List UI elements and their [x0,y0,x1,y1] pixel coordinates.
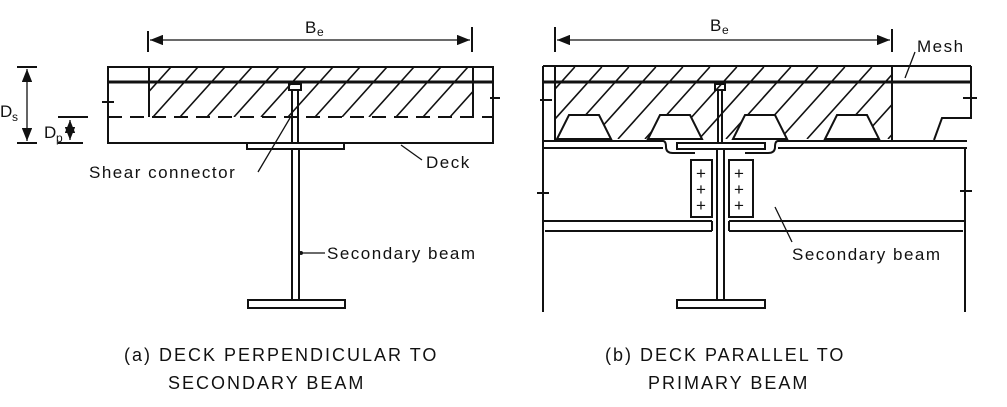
hatch-line [314,67,361,117]
hatch-line [806,67,873,139]
hatch-line [477,67,522,117]
secondary-beam-leader-dot-a [299,251,303,255]
deck-rib [823,114,881,140]
deck-label: Deck [426,153,471,172]
bolt: + [734,164,744,183]
hatch-line [152,67,199,117]
fin-plate-left [690,159,713,218]
shear-connector-leader [257,117,291,173]
hatch-line [149,67,172,93]
secondary-beam-a [247,149,346,309]
dp-subscript: p [56,131,63,145]
caption-a-line2: SECONDARY BEAM [168,373,365,393]
hatch-line [617,67,684,139]
deck-depth-dimension: D p [44,116,88,145]
shear-connector-label: Shear connector [89,163,236,182]
be-symbol-a: B [305,18,316,37]
hatch-line [779,67,846,139]
concrete-slab-b [540,65,1007,141]
hatch-line [341,67,388,117]
primary-beam-b [537,140,972,312]
shear-connector-a [288,83,302,143]
panel-b: B e [537,16,1007,393]
hatch-line [555,67,576,91]
deck-ribs [555,114,881,140]
panel-a: B e [0,18,522,393]
bolt: + [734,180,744,199]
secondary-beam-leader-b [774,206,793,243]
bolt: + [696,164,706,183]
shear-connector-b [714,83,726,143]
hatch-line [942,67,1007,139]
mesh-leader [904,51,916,79]
secondary-beam-label-b: Secondary beam [792,245,942,264]
hatch-line [725,67,792,139]
hatch-line [99,67,144,117]
slab-depth-dimension: D s [0,66,37,144]
concrete-slab-a [99,66,522,144]
be-subscript-b: e [722,23,729,37]
hatch-line [233,67,280,117]
caption-b-line2: PRIMARY BEAM [648,373,809,393]
fin-plate-right [728,159,754,218]
be-symbol-b: B [710,16,721,35]
bolt: + [734,196,744,215]
be-subscript-a: e [317,25,324,39]
bolt: + [696,180,706,199]
bolt: + [696,196,706,215]
deck-rib [555,114,613,140]
hatch-line [179,67,226,117]
effective-width-dimension-a: B e [147,18,473,52]
deck-rib [646,114,704,140]
deck-rib [731,114,789,140]
hatch-line [206,67,253,117]
dp-symbol: D [44,123,56,142]
hatch-line [698,67,765,139]
hatch-line [287,67,334,117]
mesh-label: Mesh [917,37,965,56]
hatch-line [555,67,603,121]
secondary-beam-label-a: Secondary beam [327,244,477,263]
caption-a-line1: (a) DECK PERPENDICULAR TO [124,345,438,365]
top-flange-a [246,142,345,150]
effective-width-dimension-b: B e [554,16,893,52]
hatch-line [887,132,893,139]
hatch-line [422,67,469,117]
hatch-line [395,67,442,117]
hatching-a [99,67,522,117]
hatch-line [260,67,307,117]
caption-b-line1: (b) DECK PARALLEL TO [605,345,845,365]
deck-leader [400,144,423,161]
ds-subscript: s [12,110,18,124]
hatch-line [449,90,473,117]
ds-symbol: D [0,102,12,121]
connection-plates: + + + + + + [690,159,754,218]
hatch-line [368,67,415,117]
